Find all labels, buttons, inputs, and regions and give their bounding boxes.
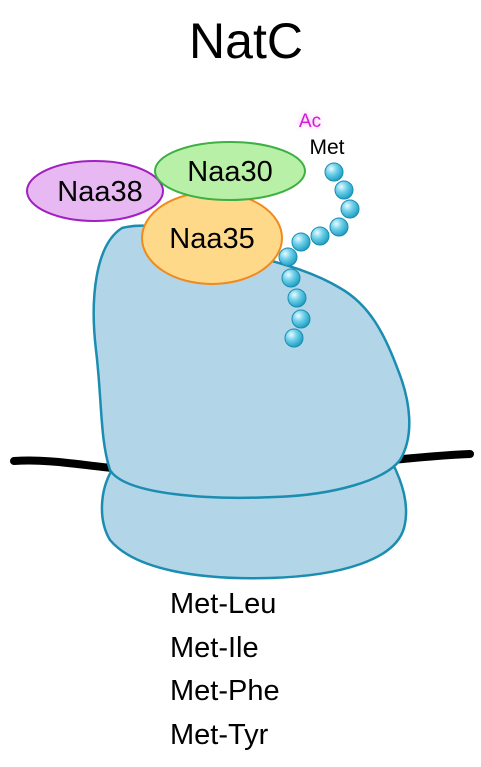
peptide-bead [324, 162, 344, 182]
peptide-bead [334, 180, 354, 200]
peptide-bead [287, 288, 307, 308]
peptide-bead [291, 232, 311, 252]
peptide-bead [291, 309, 311, 329]
acetyl-label: Ac [299, 111, 321, 132]
peptide-bead [310, 226, 330, 246]
ribosome-large-subunit [92, 224, 411, 500]
page-title: NatC [189, 13, 303, 69]
substrate-item: Met-Tyr [170, 718, 269, 751]
naa30-label: Naa30 [187, 156, 272, 188]
naa30-subunit [154, 141, 306, 201]
met-label: Met [309, 136, 344, 159]
peptide-bead [340, 199, 360, 219]
substrate-list: Met-Leu Met-Ile Met-Phe Met-Tyr [170, 583, 280, 757]
nascent-peptide-chain [278, 162, 360, 348]
peptide-bead [278, 247, 298, 267]
peptide-bead [284, 328, 304, 348]
peptide-bead [281, 268, 301, 288]
peptide-bead [329, 217, 349, 237]
naa38-subunit [26, 160, 164, 222]
substrate-item: Met-Leu [170, 588, 277, 620]
substrate-item: Met-Ile [170, 631, 259, 664]
substrate-item: Met-Phe [170, 675, 280, 707]
naa38-label: Naa38 [57, 176, 142, 208]
acetyl-glow: Ac [299, 111, 321, 132]
naa35-label: Naa35 [169, 223, 254, 255]
